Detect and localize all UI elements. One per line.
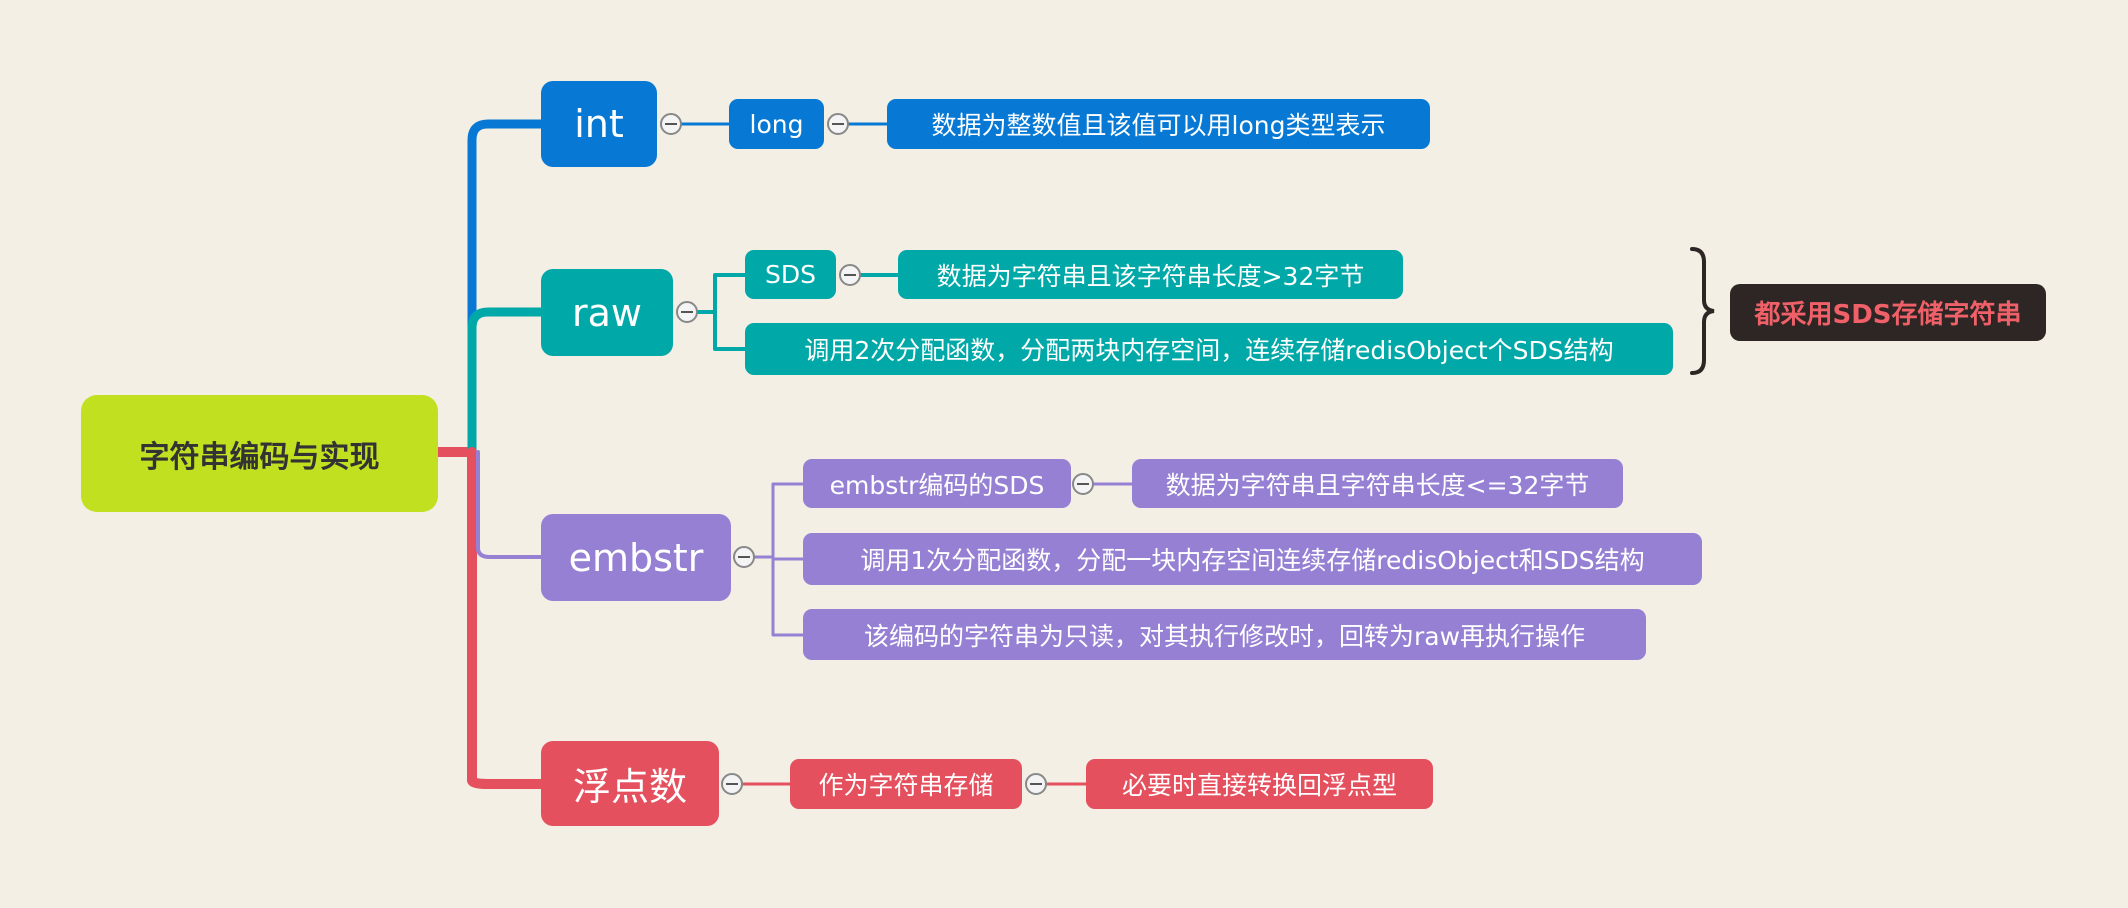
- collapse-icon[interactable]: [660, 113, 682, 135]
- embstr-sds-label: embstr编码的SDS: [829, 470, 1045, 500]
- collapse-icon[interactable]: [733, 546, 755, 568]
- collapse-icon[interactable]: [1072, 473, 1094, 495]
- embstr-note2-node[interactable]: 该编码的字符串为只读，对其执行修改时，回转为raw再执行操作: [803, 609, 1646, 660]
- long-label: long: [749, 109, 804, 139]
- long-node[interactable]: long: [729, 99, 824, 149]
- embstr-label: embstr: [568, 535, 704, 580]
- int-desc-node[interactable]: 数据为整数值且该值可以用long类型表示: [887, 99, 1430, 149]
- collapse-icon[interactable]: [721, 773, 743, 795]
- raw-desc-node[interactable]: 数据为字符串且该字符串长度>32字节: [898, 250, 1403, 299]
- embstr-node[interactable]: embstr: [541, 514, 731, 601]
- float-desc-node[interactable]: 必要时直接转换回浮点型: [1086, 759, 1433, 809]
- embstr-note1-label: 调用1次分配函数，分配一块内存空间连续存储redisObject和SDS结构: [860, 546, 1645, 575]
- float-label: 浮点数: [572, 765, 687, 809]
- embstr-sds-node[interactable]: embstr编码的SDS: [803, 459, 1071, 508]
- raw-label: raw: [572, 290, 642, 335]
- embstr-desc-label: 数据为字符串且字符串长度<=32字节: [1165, 470, 1590, 500]
- float-node[interactable]: 浮点数: [541, 741, 719, 826]
- raw-node[interactable]: raw: [541, 269, 673, 356]
- float-desc-label: 必要时直接转换回浮点型: [1121, 771, 1397, 800]
- float-store-node[interactable]: 作为字符串存储: [790, 759, 1022, 809]
- int-label: int: [574, 102, 624, 146]
- raw-note-label: 调用2次分配函数，分配两块内存空间，连续存储redisObject个SDS结构: [804, 336, 1614, 365]
- raw-note-node[interactable]: 调用2次分配函数，分配两块内存空间，连续存储redisObject个SDS结构: [745, 323, 1673, 375]
- embstr-desc-node[interactable]: 数据为字符串且字符串长度<=32字节: [1132, 459, 1623, 508]
- sds-node[interactable]: SDS: [745, 250, 836, 299]
- embstr-note2-label: 该编码的字符串为只读，对其执行修改时，回转为raw再执行操作: [863, 621, 1586, 651]
- root-label: 字符串编码与实现: [139, 439, 380, 475]
- collapse-icon[interactable]: [827, 113, 849, 135]
- collapse-icon[interactable]: [1025, 773, 1047, 795]
- sds-label: SDS: [765, 260, 816, 289]
- int-desc-label: 数据为整数值且该值可以用long类型表示: [931, 111, 1386, 140]
- root-node[interactable]: 字符串编码与实现: [81, 395, 438, 512]
- summary-label: 都采用SDS存储字符串: [1754, 300, 2022, 330]
- float-store-label: 作为字符串存储: [818, 771, 994, 800]
- collapse-icon[interactable]: [839, 264, 861, 286]
- collapse-icon[interactable]: [676, 301, 698, 323]
- summary-node[interactable]: 都采用SDS存储字符串: [1730, 284, 2046, 341]
- embstr-note1-node[interactable]: 调用1次分配函数，分配一块内存空间连续存储redisObject和SDS结构: [803, 533, 1702, 585]
- int-node[interactable]: int: [541, 81, 657, 167]
- raw-desc-label: 数据为字符串且该字符串长度>32字节: [936, 261, 1365, 291]
